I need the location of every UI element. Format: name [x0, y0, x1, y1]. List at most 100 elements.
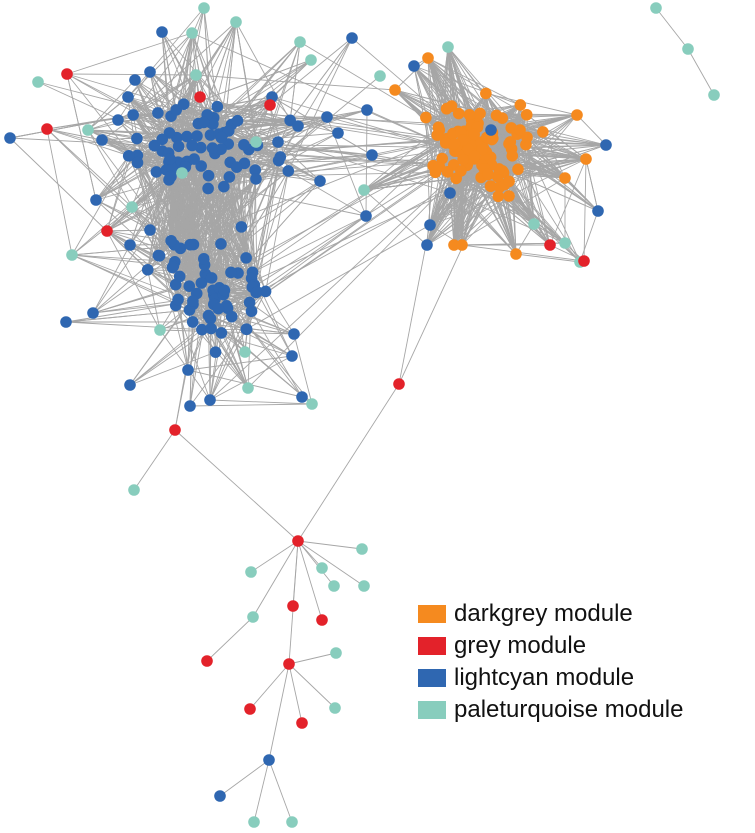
node-lightcyan [272, 136, 284, 148]
node-lightcyan [181, 130, 193, 143]
node-lightcyan [177, 98, 190, 110]
network-edge [106, 230, 239, 274]
node-paleturquoise [650, 2, 662, 14]
node-darkgrey [448, 138, 461, 150]
network-edge [46, 128, 151, 231]
node-paleturquoise [190, 69, 202, 81]
network-edge [87, 129, 209, 189]
network-nodes [4, 2, 720, 828]
node-paleturquoise [198, 2, 210, 14]
node-lightcyan [184, 238, 197, 251]
network-edge [290, 119, 446, 142]
node-grey [264, 99, 276, 111]
node-lightcyan [164, 153, 176, 165]
node-paleturquoise [82, 124, 94, 136]
network-edge [106, 229, 151, 232]
node-paleturquoise [708, 89, 720, 101]
node-paleturquoise [305, 54, 317, 66]
node-paleturquoise [306, 398, 318, 410]
legend-item-paleturquoise: paleturquoise module [418, 694, 684, 726]
network-edge [297, 540, 323, 621]
node-paleturquoise [682, 43, 694, 55]
node-grey [578, 255, 590, 267]
node-paleturquoise [330, 647, 342, 659]
network-edge [447, 46, 503, 119]
network-edge [253, 759, 270, 823]
network-edge [429, 133, 518, 226]
network-edge [177, 299, 293, 357]
node-lightcyan [131, 156, 144, 169]
node-lightcyan [129, 74, 141, 86]
node-lightcyan [112, 114, 124, 126]
network-edge [288, 663, 336, 709]
network-edge [655, 7, 689, 50]
node-lightcyan [235, 221, 248, 233]
network-edge [427, 57, 511, 143]
network-edge [87, 129, 133, 208]
network-edge [46, 128, 103, 141]
node-paleturquoise [128, 484, 140, 496]
network-edge [255, 215, 367, 293]
network-edge [215, 291, 266, 353]
node-darkgrey [559, 172, 571, 184]
network-edge [220, 180, 321, 245]
network-edge [427, 57, 452, 107]
network-edge [223, 176, 482, 296]
network-edge [297, 540, 335, 587]
node-lightcyan [485, 124, 497, 136]
node-lightcyan [197, 116, 210, 129]
node-paleturquoise [242, 382, 254, 394]
network-edge [485, 93, 578, 116]
network-edge [231, 124, 299, 127]
node-darkgrey [510, 248, 522, 260]
network-edge [508, 114, 578, 197]
node-grey [194, 91, 206, 103]
network-edge [191, 32, 475, 160]
network-edge [579, 210, 599, 263]
network-edge [265, 170, 289, 292]
node-lightcyan [250, 286, 262, 299]
node-darkgrey [514, 124, 526, 136]
network-edge [217, 106, 447, 140]
network-edge [297, 540, 323, 569]
legend-label-paleturquoise: paleturquoise module [454, 696, 684, 723]
node-darkgrey [422, 52, 434, 64]
node-paleturquoise [329, 702, 341, 714]
node-lightcyan [245, 305, 258, 318]
network-edge [231, 316, 295, 335]
node-lightcyan [195, 277, 208, 289]
network-edge [162, 150, 257, 180]
node-paleturquoise [442, 41, 454, 53]
node-lightcyan [188, 153, 200, 165]
network-edge [66, 73, 197, 76]
node-lightcyan [600, 139, 612, 151]
node-paleturquoise [250, 136, 262, 148]
node-lightcyan [243, 296, 256, 309]
network-edge [426, 192, 451, 246]
network-edge [194, 138, 447, 160]
node-lightcyan [292, 120, 304, 132]
node-darkgrey [389, 84, 401, 96]
node-paleturquoise [248, 816, 260, 828]
node-darkgrey [537, 126, 549, 138]
legend-swatch-darkgrey [418, 605, 446, 623]
network-edge [576, 114, 607, 146]
node-paleturquoise [230, 16, 242, 28]
network-edge [168, 21, 237, 154]
node-paleturquoise [358, 580, 370, 592]
node-lightcyan [212, 302, 225, 315]
node-lightcyan [202, 169, 215, 182]
network-edge [293, 333, 313, 405]
node-lightcyan [286, 350, 298, 362]
node-lightcyan [60, 316, 72, 328]
network-edge [461, 244, 585, 262]
node-paleturquoise [316, 562, 328, 574]
network-edge [549, 158, 587, 246]
network-edge [251, 310, 303, 398]
node-lightcyan [122, 91, 134, 103]
network-edge [168, 152, 281, 158]
legend-item-lightcyan: lightcyan module [418, 662, 684, 694]
node-darkgrey [457, 153, 469, 166]
node-paleturquoise [328, 580, 340, 592]
network-edge [455, 178, 535, 225]
